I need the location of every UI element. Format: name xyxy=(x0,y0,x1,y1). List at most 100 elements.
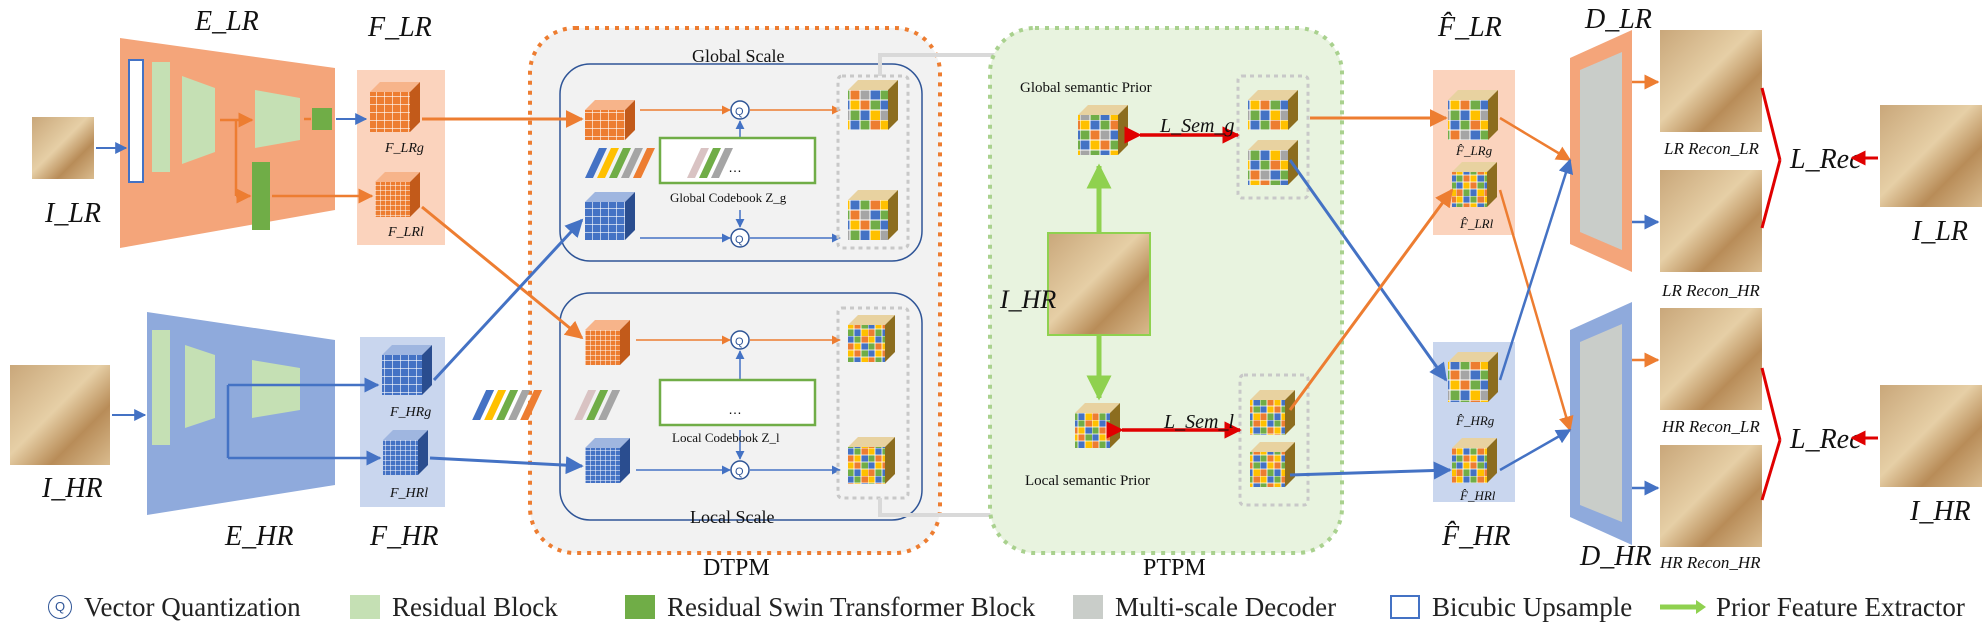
hr-recon-hr-image xyxy=(1660,445,1762,547)
global-codebook-label: Global Codebook Z_g xyxy=(670,190,787,205)
dtpm-blue-cube-global xyxy=(585,192,635,240)
global-prior-label: Global semantic Prior xyxy=(1020,80,1152,96)
f-lrg-label: F_LRg xyxy=(384,141,424,156)
i-hr-mid-label: I_HR xyxy=(999,285,1056,314)
recon-lr-local xyxy=(1452,162,1497,207)
hr-recon-hr-label: HR Recon_HR xyxy=(1659,553,1761,572)
recon-lr-global xyxy=(1448,90,1498,140)
f-lrl-label: F_LRl xyxy=(387,225,424,240)
recon-hr-local xyxy=(1452,438,1497,483)
local-codebook-box xyxy=(658,378,817,427)
vq-circle-local-1 xyxy=(730,330,750,350)
dtpm-label: DTPM xyxy=(703,555,770,581)
local-prior-label: Local semantic Prior xyxy=(1025,473,1150,489)
feature-cube-hr-global xyxy=(382,345,432,395)
i-lr-input-label: I_LR xyxy=(44,198,101,229)
local-codebook-label: Local Codebook Z_l xyxy=(672,430,780,445)
lr-recon-lr-label: LR Recon_LR xyxy=(1663,139,1760,158)
i-lr-output-label: I_LR xyxy=(1911,216,1968,247)
quantized-hr-local xyxy=(848,437,895,484)
legend-item-vq: Q Vector Quantization xyxy=(48,592,301,622)
legend-item-prior-extractor: Prior Feature Extractor xyxy=(1658,592,1965,622)
vq-q-1: Q xyxy=(735,106,744,118)
legend-label-residual-block: Residual Block xyxy=(392,591,558,622)
legend-label-bicubic: Bicubic Upsample xyxy=(1432,591,1633,622)
input-image-lr xyxy=(32,117,94,179)
l-rec-bottom-label: L_Rec xyxy=(1789,424,1862,455)
legend-label-decoder: Multi-scale Decoder xyxy=(1115,591,1337,622)
residual-block-swatch xyxy=(350,595,380,619)
target-hr-image xyxy=(1880,385,1982,487)
quantized-hr-global xyxy=(848,190,898,240)
lr-recon-hr-label: LR Recon_HR xyxy=(1661,281,1760,300)
legend-item-residual-block: Residual Block xyxy=(350,592,558,622)
f-hrl-label: F_HRl xyxy=(389,486,428,501)
e-hr-label: E_HR xyxy=(224,521,293,552)
ptpm-hr-global xyxy=(1248,140,1298,185)
ptpm-label: PTPM xyxy=(1143,555,1206,581)
f-hrg-hat-label: F̂_HRg xyxy=(1455,413,1495,428)
encoder-hr xyxy=(147,312,335,515)
dtpm-orange-cube-local xyxy=(585,320,630,365)
rstb-swatch xyxy=(625,595,655,619)
legend-label-prior-extractor: Prior Feature Extractor xyxy=(1716,591,1965,622)
local-codebook-vectors: … xyxy=(472,390,742,420)
feature-cube-lr-global xyxy=(370,82,420,132)
decoder-hr xyxy=(1570,302,1632,545)
hr-recon-lr-image xyxy=(1660,308,1762,410)
svg-text:…: … xyxy=(728,401,742,417)
decoder-swatch xyxy=(1073,595,1103,619)
vq-q-2: Q xyxy=(735,234,744,246)
input-image-hr xyxy=(10,365,110,465)
legend: Q Vector Quantization Residual Block Res… xyxy=(0,582,1988,632)
d-lr-label: D_LR xyxy=(1584,4,1652,35)
f-lrg-hat-label: F̂_LRg xyxy=(1455,143,1493,158)
dtpm-orange-cube-global xyxy=(585,100,635,140)
f-lr-label: F_LR xyxy=(367,12,432,43)
encoder-lr xyxy=(120,38,335,248)
f-hrg-label: F_HRg xyxy=(389,405,431,420)
global-codebook-box xyxy=(658,136,817,185)
bicubic-swatch xyxy=(1390,595,1420,619)
svg-text:…: … xyxy=(728,159,742,175)
lr-recon-lr-image xyxy=(1660,30,1762,132)
legend-item-decoder: Multi-scale Decoder xyxy=(1073,592,1336,622)
quantized-lr-local xyxy=(848,315,895,362)
vq-circle-global-1 xyxy=(730,100,750,120)
global-prior-cube xyxy=(1078,105,1128,155)
local-scale-box xyxy=(559,292,923,521)
ptpm-hr-local xyxy=(1250,442,1295,487)
vq-circle-local-2 xyxy=(730,460,750,480)
f-hr-label: F_HR xyxy=(369,521,438,552)
ptpm-lr-global xyxy=(1248,90,1298,130)
vq-circle-global-2 xyxy=(730,228,750,248)
green-arrow-icon xyxy=(1660,600,1706,614)
target-lr-image xyxy=(1880,105,1982,207)
quantized-lr-global xyxy=(848,80,898,130)
feature-cube-hr-local xyxy=(383,430,428,475)
l-sem-l-label: L_Sem_l xyxy=(1163,411,1234,433)
legend-item-bicubic: Bicubic Upsample xyxy=(1390,592,1632,622)
f-hrl-hat-label: F̂_HRl xyxy=(1459,488,1496,503)
decoder-lr xyxy=(1570,30,1632,272)
vq-q-3: Q xyxy=(735,336,744,348)
lr-recon-hr-image xyxy=(1660,170,1762,272)
l-sem-g-label: L_Sem_g xyxy=(1159,115,1234,137)
i-hr-mid-image xyxy=(1047,232,1151,336)
local-prior-cube xyxy=(1075,403,1120,448)
legend-label-vq: Vector Quantization xyxy=(84,591,301,622)
ptpm-lr-local xyxy=(1250,390,1295,435)
q-circle-icon: Q xyxy=(48,595,72,619)
global-codebook-vectors: … xyxy=(584,148,742,178)
global-scale-box xyxy=(559,63,923,262)
f-hr-hat-label: F̂_HR xyxy=(1441,521,1510,552)
hr-recon-lr-label: HR Recon_LR xyxy=(1661,417,1760,436)
local-scale-label: Local Scale xyxy=(690,507,774,527)
vq-q-4: Q xyxy=(735,466,744,478)
dtpm-blue-cube-local xyxy=(585,438,630,483)
i-hr-output-label: I_HR xyxy=(1909,496,1971,527)
global-scale-label: Global Scale xyxy=(692,46,784,66)
e-lr-label: E_LR xyxy=(194,6,259,37)
d-hr-label: D_HR xyxy=(1579,541,1652,572)
